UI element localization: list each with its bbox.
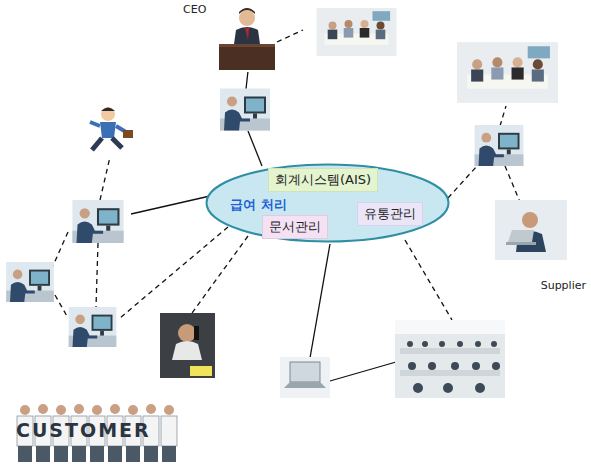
module-name: 회계시스템(AIS): [275, 171, 371, 189]
module-box: 문서관리: [262, 215, 328, 239]
role-label: Supplier: [541, 279, 586, 292]
crowd-label: CUSTOMER: [16, 419, 151, 441]
module-box: 유통관리: [357, 202, 423, 226]
process-title: 급여 처리: [230, 196, 287, 214]
module-name: 유통관리: [364, 205, 416, 223]
module-box: 회계시스템(AIS): [268, 168, 378, 192]
module-name: 문서관리: [269, 218, 321, 236]
system-ellipse: 급여 처리 회계시스템(AIS) 문서관리 유통관리: [205, 163, 450, 243]
role-label: CEO: [183, 3, 206, 16]
